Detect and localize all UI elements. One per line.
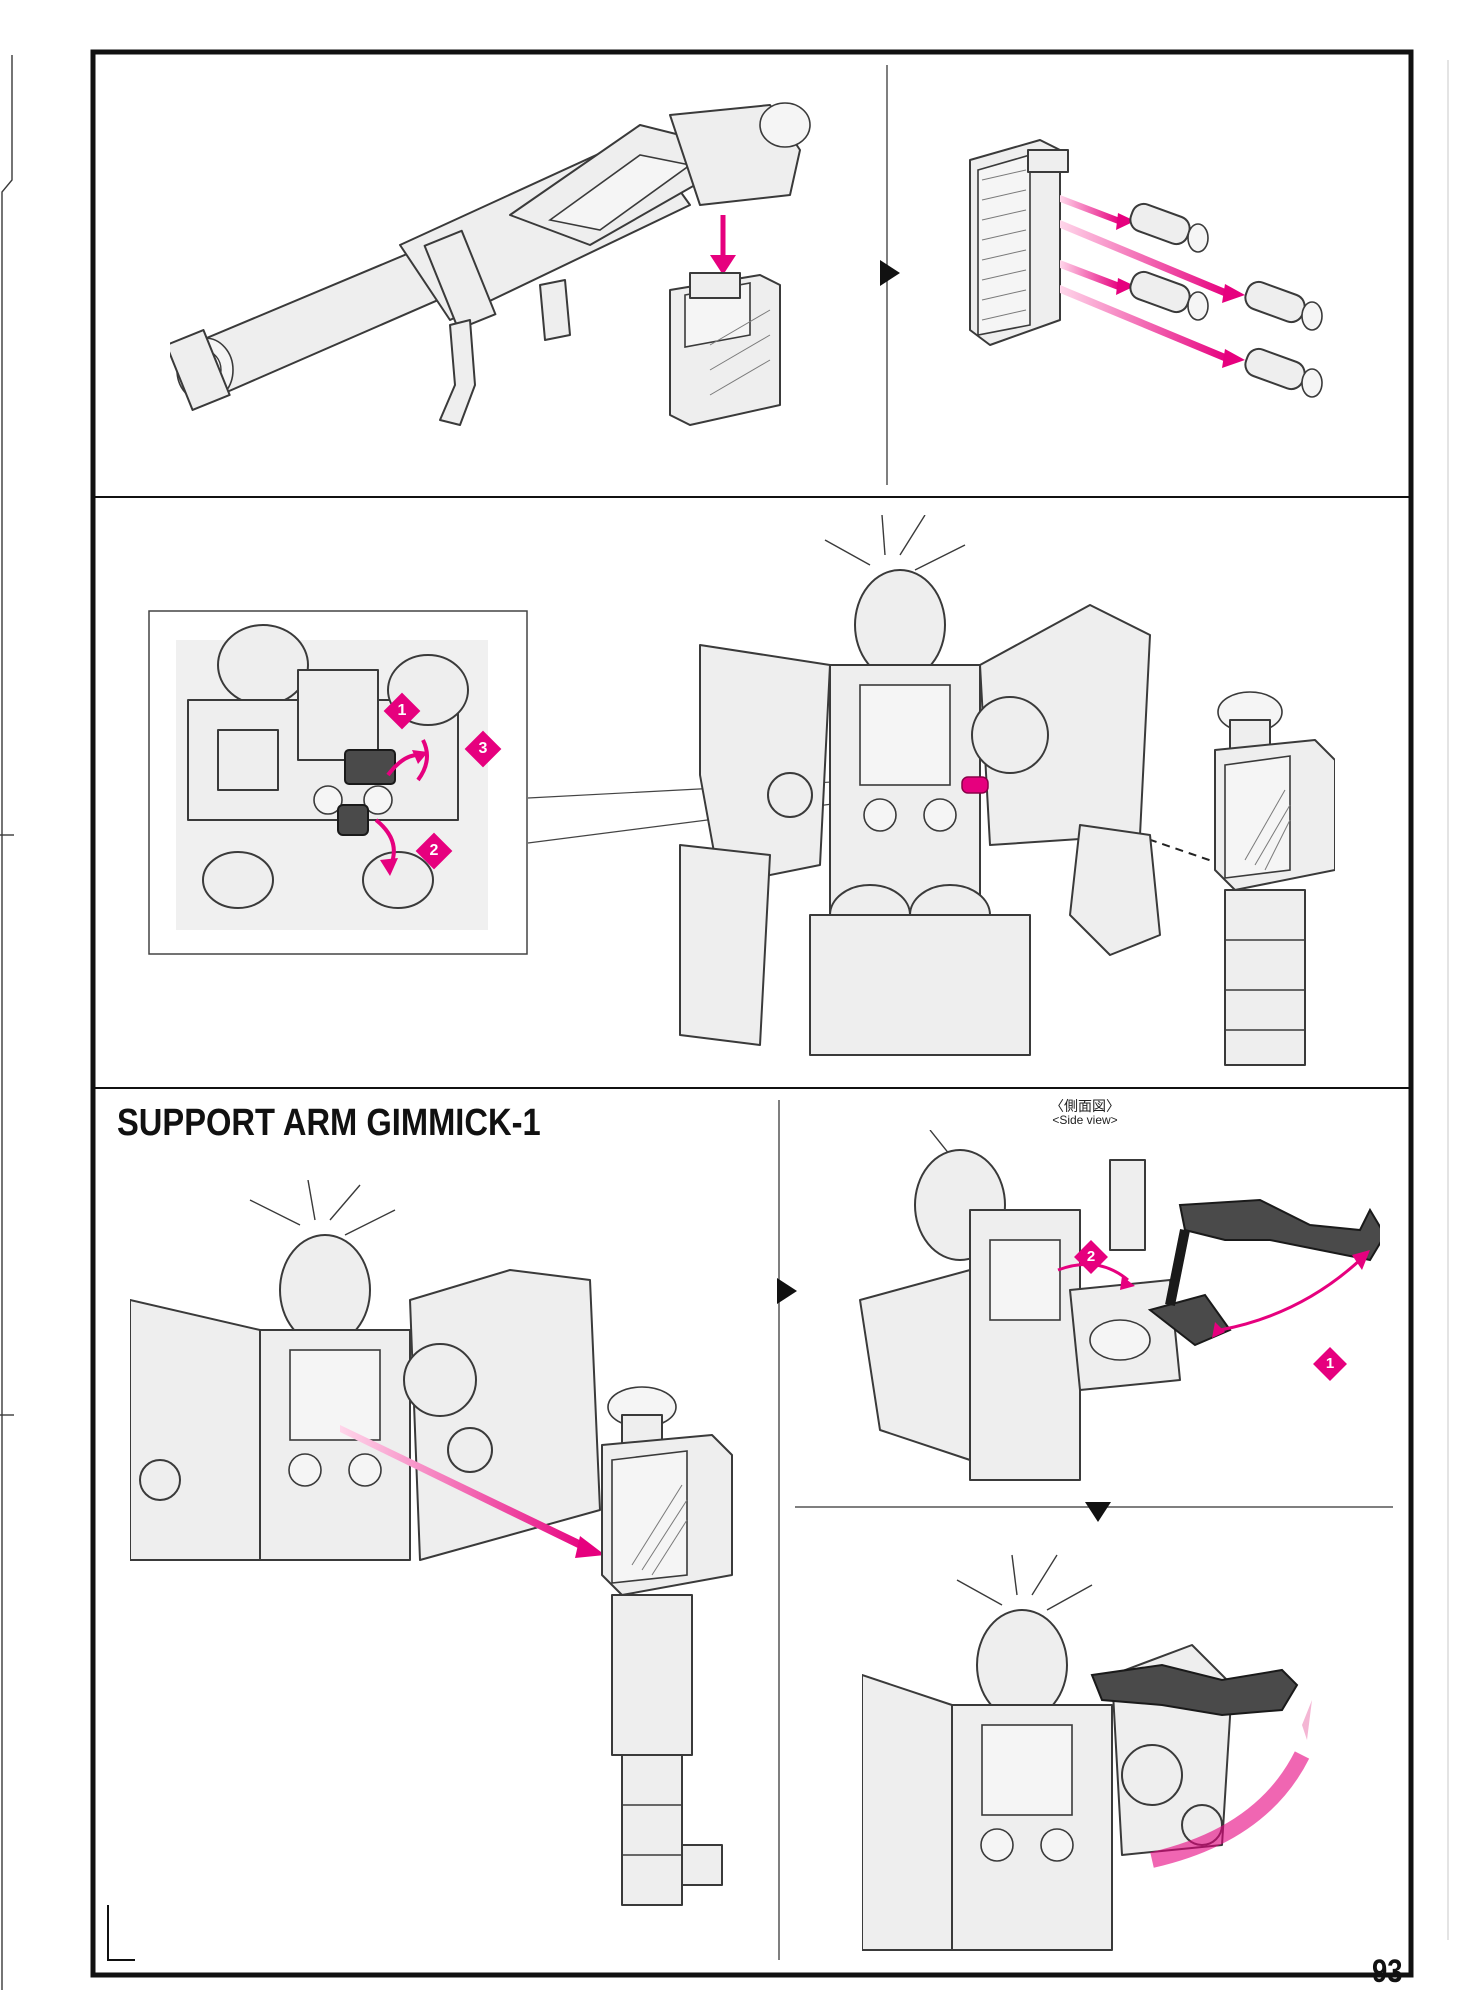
side-step-marker-2-label: 2	[1086, 1248, 1096, 1265]
robot-support-arm-illustration	[130, 1180, 601, 1561]
section-heading: SUPPORT ARM GIMMICK-1	[117, 1102, 541, 1144]
step-marker-2-label: 2	[429, 842, 439, 859]
insert-arrow	[340, 1425, 605, 1558]
tall-weapon-illustration	[601, 1386, 733, 1906]
right-triangle-icon	[880, 260, 900, 286]
right-triangle-icon	[777, 1278, 797, 1304]
bazooka-illustration	[170, 102, 811, 426]
side-view-label-jp: 〈側面図〉	[1050, 1098, 1120, 1114]
page-number: 93	[1372, 1953, 1403, 1989]
detail-inset	[148, 610, 528, 955]
down-triangle-icon	[1085, 1502, 1111, 1522]
side-view-label-en: <Side view>	[1052, 1113, 1118, 1128]
side-view-illustration	[859, 1130, 1380, 1481]
weapon-rack-illustration	[1214, 691, 1335, 1066]
robot-back-illustration	[679, 515, 1161, 1056]
right-margin-decoration	[1447, 60, 1449, 1940]
side-step-marker-1-label: 1	[1325, 1355, 1335, 1372]
arm-folded-illustration	[862, 1554, 1312, 1951]
step-marker-1-label: 1	[397, 702, 407, 719]
left-margin-decoration	[0, 55, 14, 1990]
side-view-label: 〈側面図〉 <Side view>	[1015, 1098, 1155, 1128]
step-marker-3-label: 3	[478, 740, 488, 757]
magazine-rounds-illustration	[969, 139, 1323, 398]
